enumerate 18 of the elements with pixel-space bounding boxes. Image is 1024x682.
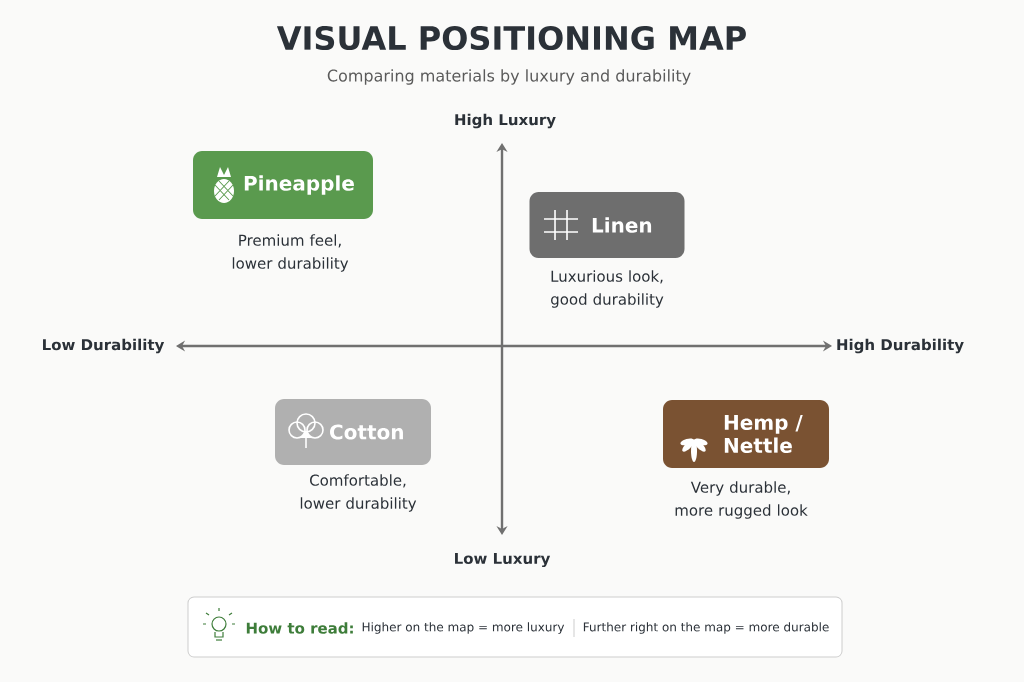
axis-label: High Luxury <box>455 113 556 129</box>
material-box: Hemp / Nettle <box>663 400 829 468</box>
description-text: Comfortable, lower durability <box>300 474 417 512</box>
description-text: Premium feel, lower durability <box>232 234 349 272</box>
axis-label: Low Luxury <box>455 552 551 568</box>
subtitle: Comparing materials by luxury and durability <box>327 69 691 85</box>
title: VISUAL POSITIONING MAP <box>276 25 746 51</box>
note-text: Further right on the map = more durable <box>583 622 829 634</box>
material-box: Linen <box>529 192 685 258</box>
material-box: Cotton <box>275 399 431 465</box>
note-box <box>187 596 843 658</box>
note-text: Higher on the map = more luxury <box>362 622 565 634</box>
description-text: Very durable, more rugged look <box>675 481 808 519</box>
axis-label: High Durability <box>837 338 964 354</box>
note-heading: How to read: <box>246 622 353 634</box>
description-text: Luxurious look, good durability <box>551 270 664 308</box>
axis-label: Low Durability <box>43 338 165 354</box>
material-box: Pineapple <box>193 151 373 219</box>
